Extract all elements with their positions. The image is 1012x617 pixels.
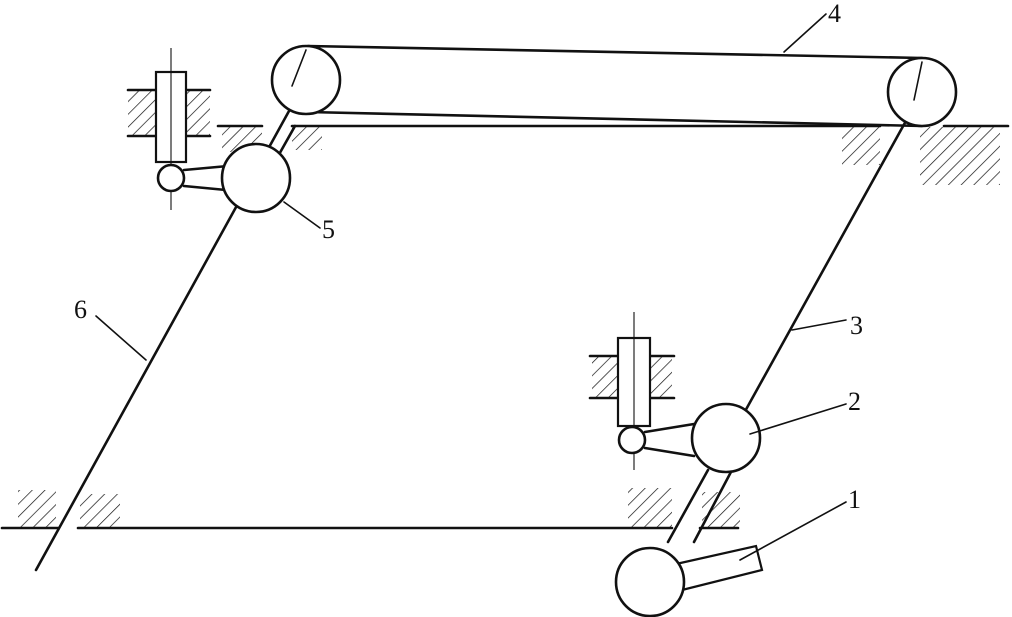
label-3: 3	[850, 311, 863, 340]
ground-top	[216, 124, 1010, 185]
link-3-right-rod	[666, 90, 924, 544]
slider-guide-upper	[126, 48, 230, 210]
ground-bottom	[0, 488, 740, 530]
cam-5	[220, 142, 321, 229]
label-2: 2	[848, 387, 861, 416]
pulley-upper-left	[270, 44, 342, 116]
crank-1	[614, 501, 847, 617]
label-4: 4	[828, 0, 841, 28]
label-6: 6	[74, 295, 87, 324]
slider-guide-lower	[588, 312, 696, 470]
pulley-upper-right	[886, 56, 958, 128]
label-5: 5	[322, 215, 335, 244]
link-4-belt	[306, 13, 924, 128]
label-1: 1	[848, 485, 861, 514]
cam-2	[690, 402, 847, 474]
